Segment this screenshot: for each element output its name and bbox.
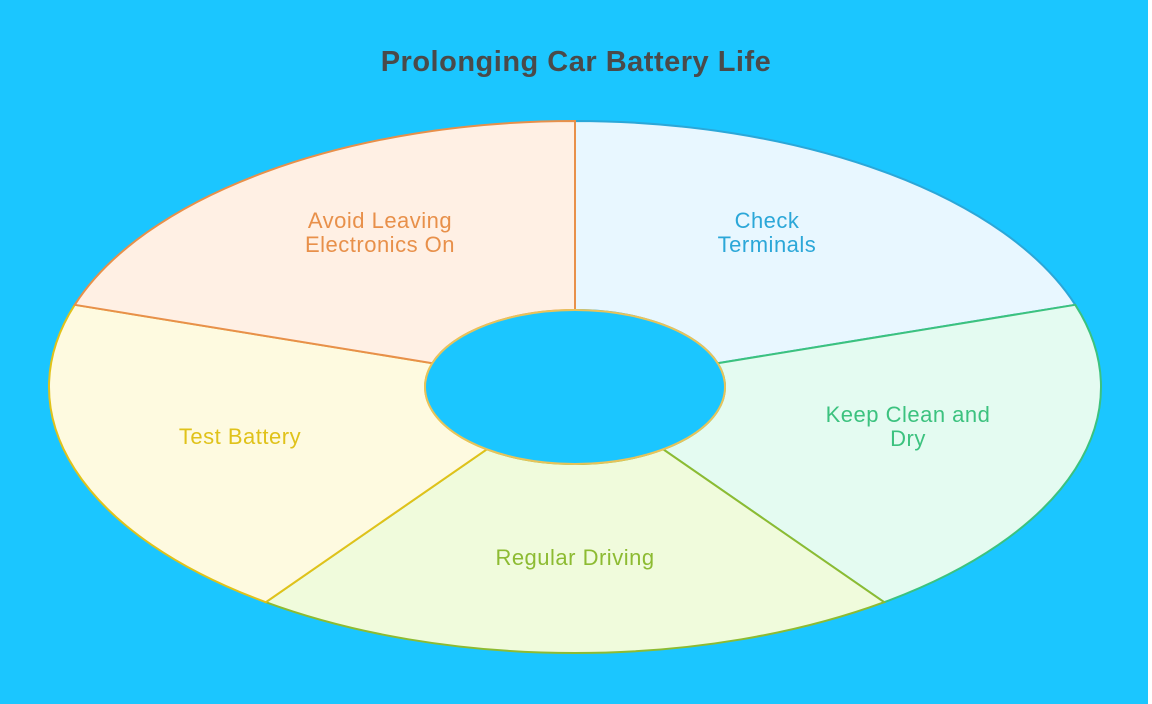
label-regular-driving: Regular Driving: [495, 545, 654, 570]
center-hole: [424, 309, 726, 465]
page-edge: [1148, 0, 1152, 704]
diagram-title: Prolonging Car Battery Life: [380, 46, 772, 78]
label-test-battery: Test Battery: [179, 424, 301, 449]
